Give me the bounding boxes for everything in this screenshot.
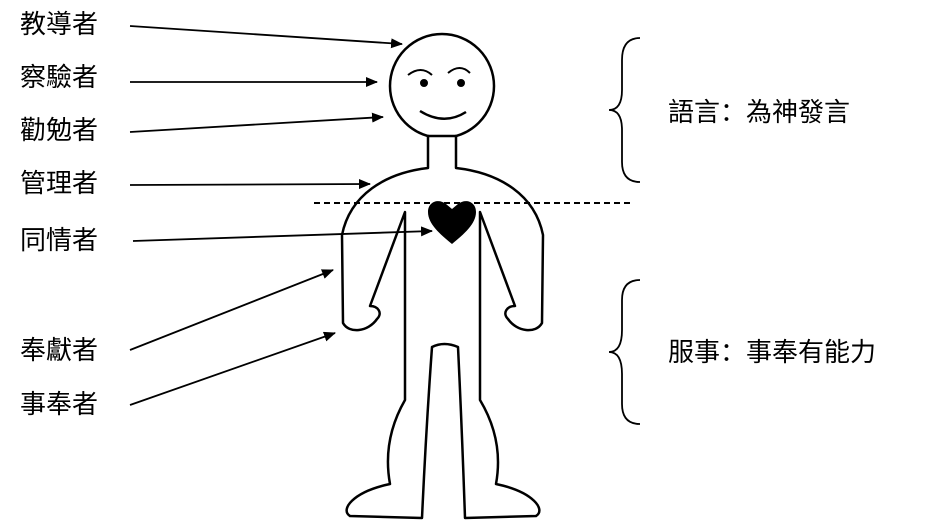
left-eye: [420, 79, 428, 87]
arrow-giver: [129, 269, 334, 351]
role-label-exhorter: 勸勉者: [20, 116, 99, 146]
arrow-compassion: [132, 226, 433, 242]
head: [388, 32, 496, 140]
role-label-giver: 奉獻者: [20, 336, 99, 366]
arrow-teacher: [129, 25, 403, 49]
person-figure: [340, 32, 545, 520]
role-label-teacher: 教導者: [20, 10, 99, 40]
face: [407, 67, 471, 120]
section-speaking: 語言：為神發言: [668, 98, 851, 128]
heart-icon: [428, 201, 476, 244]
body-outline: [340, 134, 545, 520]
arrow-administrator: [129, 179, 371, 190]
mouth: [419, 109, 467, 120]
arrow-server: [129, 331, 336, 406]
right-eyebrow: [447, 67, 471, 74]
arrow-exhorter: [129, 112, 384, 133]
role-label-administrator: 管理者: [20, 169, 99, 199]
serving-brace: [608, 279, 641, 425]
role-label-discerner: 察驗者: [20, 63, 99, 93]
speaking-brace: [608, 37, 641, 183]
right-eye: [457, 79, 465, 87]
role-label-server: 事奉者: [20, 390, 99, 420]
left-eyebrow: [407, 69, 433, 76]
arrows: [129, 25, 433, 406]
role-label-compassion: 同情者: [20, 226, 99, 256]
section-serving: 服事：事奉有能力: [668, 338, 877, 368]
